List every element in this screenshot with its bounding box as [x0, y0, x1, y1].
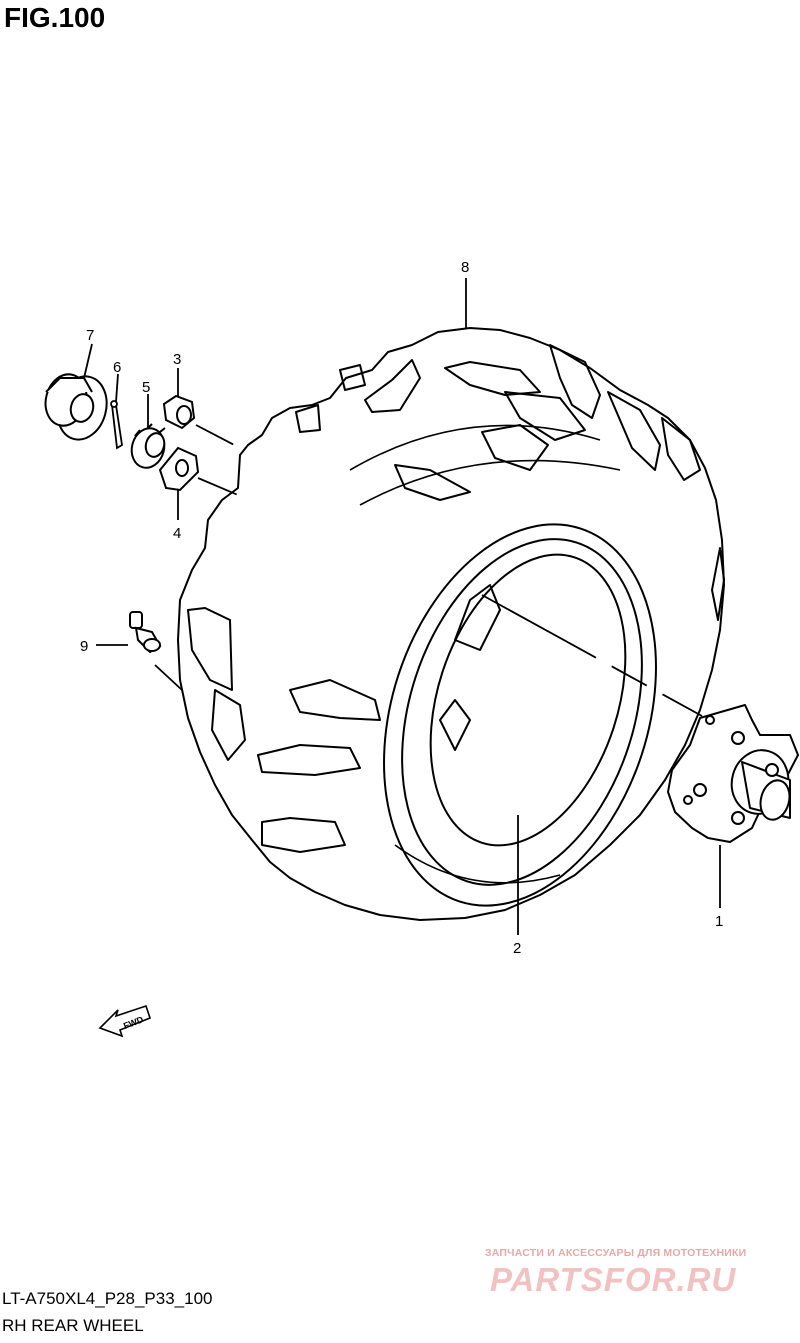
watermark-tagline: ЗАПЧАСТИ И АКСЕССУАРЫ ДЛЯ МОТОТЕХНИКИ	[485, 1247, 747, 1259]
castle-nut	[130, 423, 166, 469]
tire-valve	[129, 611, 162, 654]
callout-6: 6	[113, 359, 121, 376]
rim-spoke	[454, 584, 501, 651]
rim-spoke	[439, 699, 471, 751]
rim-outer	[383, 523, 657, 907]
callout-2: 2	[513, 940, 521, 957]
model-code: LT-A750XL4_P28_P33_100	[2, 1289, 213, 1308]
callout-7: 7	[86, 327, 94, 344]
tire-outline	[177, 327, 725, 921]
figure-caption: RH REAR WHEEL	[2, 1316, 144, 1335]
lock-washer	[158, 446, 200, 492]
callout-9: 9	[80, 638, 88, 655]
callout-1: 1	[715, 913, 723, 930]
callout-4: 4	[173, 525, 181, 542]
rim-inner	[429, 553, 627, 847]
wheel-hub	[667, 704, 799, 843]
callout-3: 3	[173, 351, 181, 368]
callout-8: 8	[461, 259, 469, 276]
tire-assembly	[177, 327, 725, 921]
lug-nut	[162, 394, 196, 430]
forward-direction-arrow: FWD	[98, 1004, 151, 1038]
cotter-pin	[110, 400, 123, 450]
figure-title: FIG.100	[4, 2, 106, 33]
watermark-brand: PARTSFOR.RU	[490, 1261, 737, 1298]
hub-cap	[44, 373, 108, 441]
callout-5: 5	[142, 379, 150, 396]
leader-lines	[83, 278, 721, 935]
rim-bead	[401, 538, 643, 886]
